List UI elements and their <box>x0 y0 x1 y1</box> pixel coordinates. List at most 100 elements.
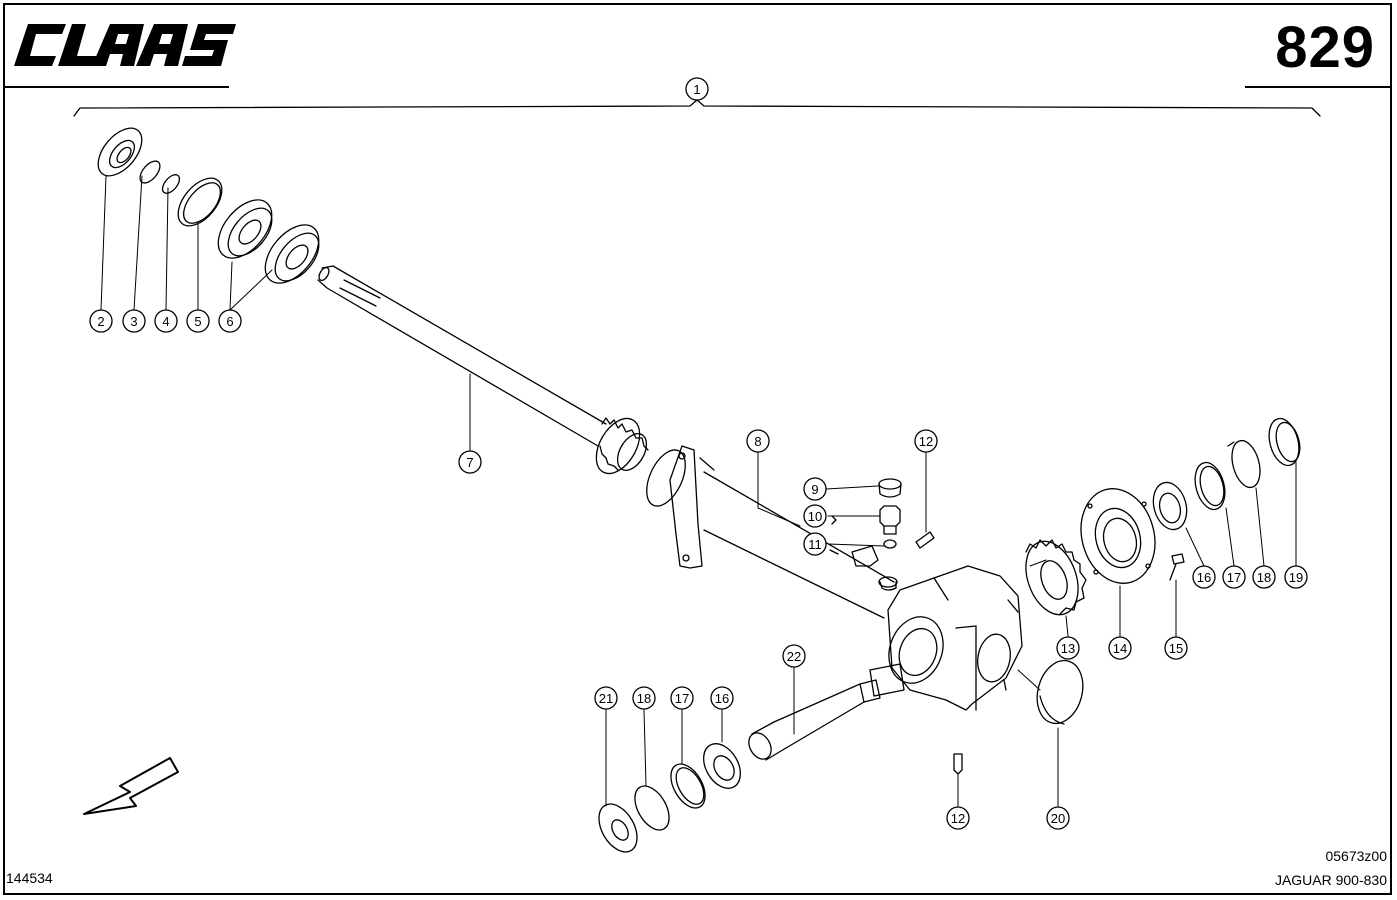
callout-circle <box>186 309 210 333</box>
callout-c20: 20 <box>1046 806 1070 830</box>
part-ring-4 <box>161 174 181 194</box>
direction-arrow <box>83 757 179 815</box>
part-ring-17b <box>670 763 706 809</box>
callout-label: 17 <box>1227 570 1241 585</box>
part-block <box>851 545 898 591</box>
callout-c13: 13 <box>1056 636 1080 660</box>
callout-label: 19 <box>1289 570 1303 585</box>
part-tube-housing-8 <box>646 445 895 619</box>
callout-label: 21 <box>599 691 613 706</box>
callout-label: 18 <box>1257 570 1271 585</box>
callout-c4: 4 <box>154 309 178 333</box>
leader-lines <box>100 175 1297 807</box>
drawing-frame <box>3 3 1392 895</box>
callout-c8: 8 <box>746 429 770 453</box>
callout-circle <box>685 77 709 101</box>
part-pinion-shaft-7 <box>317 265 649 475</box>
callout-c22: 22 <box>782 644 806 668</box>
callout-c2: 2 <box>89 309 113 333</box>
callout-c16a: 16 <box>1192 565 1216 589</box>
callout-label: 16 <box>1197 570 1211 585</box>
part-bevel-gear-13 <box>1025 539 1087 616</box>
callout-circle <box>1056 636 1080 660</box>
callout-circle <box>670 686 694 710</box>
callout-circle <box>803 504 827 528</box>
callout-c3: 3 <box>122 309 146 333</box>
callout-c6: 6 <box>218 309 242 333</box>
claas-logo <box>14 24 236 66</box>
callout-circle <box>803 477 827 501</box>
callout-label: 10 <box>808 509 822 524</box>
part-gearbox-housing <box>887 565 1023 711</box>
part-grease-nipple-12b <box>953 753 963 775</box>
model-designation: JAGUAR 900-830 <box>1274 872 1387 888</box>
drawing-reference: 05673z00 <box>1325 848 1387 864</box>
callout-circle <box>154 309 178 333</box>
callout-circle <box>594 686 618 710</box>
callout-circle <box>458 450 482 474</box>
part-bearing-16a <box>1152 481 1188 531</box>
callout-circle <box>1192 565 1216 589</box>
callout-c17b: 17 <box>670 686 694 710</box>
callout-label: 2 <box>97 314 104 329</box>
callout-circle <box>1164 636 1188 660</box>
callout-circle <box>89 309 113 333</box>
callout-c1: 1 <box>685 77 709 101</box>
callout-c21: 21 <box>594 686 618 710</box>
callout-label: 6 <box>226 314 233 329</box>
part-bolt-15 <box>1169 553 1185 581</box>
callout-label: 15 <box>1169 641 1183 656</box>
part-cap-20 <box>1036 659 1084 725</box>
callout-c11: 11 <box>803 532 827 556</box>
page-number: 829 <box>1275 15 1375 80</box>
part-ring-19 <box>1268 417 1301 467</box>
callout-circle <box>914 429 938 453</box>
part-bearing-6b <box>264 224 320 284</box>
part-bearing-16b <box>703 743 741 789</box>
callout-label: 5 <box>194 314 201 329</box>
callout-c18a: 18 <box>1252 565 1276 589</box>
callout-circle <box>1252 565 1276 589</box>
part-seal-flange <box>97 127 143 177</box>
callout-c17a: 17 <box>1222 565 1246 589</box>
callout-c7: 7 <box>458 450 482 474</box>
page-number-underline <box>1245 86 1392 88</box>
callout-label: 16 <box>715 691 729 706</box>
callout-label: 22 <box>787 649 801 664</box>
callout-circle <box>1108 636 1132 660</box>
callout-c12b: 12 <box>946 806 970 830</box>
part-plug-9 <box>878 478 902 498</box>
catalog-number: 144534 <box>6 870 53 886</box>
callout-c10: 10 <box>803 504 827 528</box>
part-bearing-6a <box>217 199 273 259</box>
part-oring-11 <box>883 539 897 549</box>
callout-circle <box>710 686 734 710</box>
callout-circle <box>1284 565 1308 589</box>
callout-label: 1 <box>693 82 700 97</box>
callout-c19: 19 <box>1284 565 1308 589</box>
callout-label: 14 <box>1113 641 1127 656</box>
callout-circle <box>632 686 656 710</box>
callout-circle <box>746 429 770 453</box>
callout-label: 9 <box>811 482 818 497</box>
callout-label: 11 <box>808 537 822 552</box>
part-output-shaft-22 <box>748 663 905 761</box>
callout-circle <box>946 806 970 830</box>
callout-c15: 15 <box>1164 636 1188 660</box>
callout-c12a: 12 <box>914 429 938 453</box>
part-cover-flange-14 <box>1080 488 1156 584</box>
part-grease-nipple-12a <box>915 531 935 549</box>
callout-label: 4 <box>162 314 169 329</box>
callout-c14: 14 <box>1108 636 1132 660</box>
callout-label: 12 <box>919 434 933 449</box>
callout-label: 18 <box>637 691 651 706</box>
part-ring-17a <box>1194 461 1226 511</box>
part-ring-3 <box>139 160 161 184</box>
callout-label: 17 <box>675 691 689 706</box>
callout-label: 12 <box>951 811 965 826</box>
assembly-bracket <box>73 99 1321 117</box>
callout-c18b: 18 <box>632 686 656 710</box>
part-circlip-18a <box>1231 439 1261 489</box>
callout-circle <box>1222 565 1246 589</box>
